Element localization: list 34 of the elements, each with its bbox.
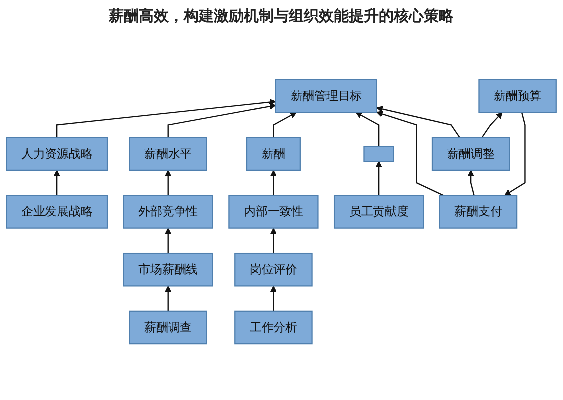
arrow xyxy=(376,111,444,196)
arrow xyxy=(165,286,172,312)
node-box: 薪酬调查 xyxy=(129,310,208,345)
arrow xyxy=(270,286,277,312)
arrow xyxy=(356,112,380,147)
arrow xyxy=(270,170,277,196)
node-box: 市场薪酬线 xyxy=(123,253,214,287)
arrow xyxy=(168,103,276,138)
node-box: 企业发展战略 xyxy=(6,195,108,229)
node-box: 外部竞争性 xyxy=(123,195,214,229)
node-box xyxy=(364,146,394,162)
node-box: 工作分析 xyxy=(234,310,313,345)
arrow xyxy=(376,106,460,138)
node-box: 薪酬调整 xyxy=(432,137,510,171)
arrow xyxy=(54,170,60,196)
node-box: 岗位评价 xyxy=(234,253,313,287)
title: 薪酬高效，构建激励机制与组织效能提升的核心策略 xyxy=(108,6,455,27)
arrow xyxy=(273,112,297,138)
node-box: 员工贡献度 xyxy=(334,195,424,229)
node-box: 人力资源战略 xyxy=(6,137,108,171)
node-box: 内部一致性 xyxy=(228,195,319,229)
arrow xyxy=(482,112,503,138)
arrow xyxy=(165,170,172,196)
node-box: 薪酬水平 xyxy=(129,137,208,171)
node-box: 薪酬支付 xyxy=(439,195,518,229)
arrow xyxy=(468,170,475,196)
node-box: 薪酬管理目标 xyxy=(275,79,378,114)
node-box: 薪酬预算 xyxy=(478,79,557,114)
arrow xyxy=(270,228,277,254)
arrow xyxy=(56,99,276,138)
arrow xyxy=(165,228,172,254)
arrow xyxy=(376,161,382,196)
node-box: 薪酬 xyxy=(246,137,301,171)
arrow xyxy=(504,112,526,196)
